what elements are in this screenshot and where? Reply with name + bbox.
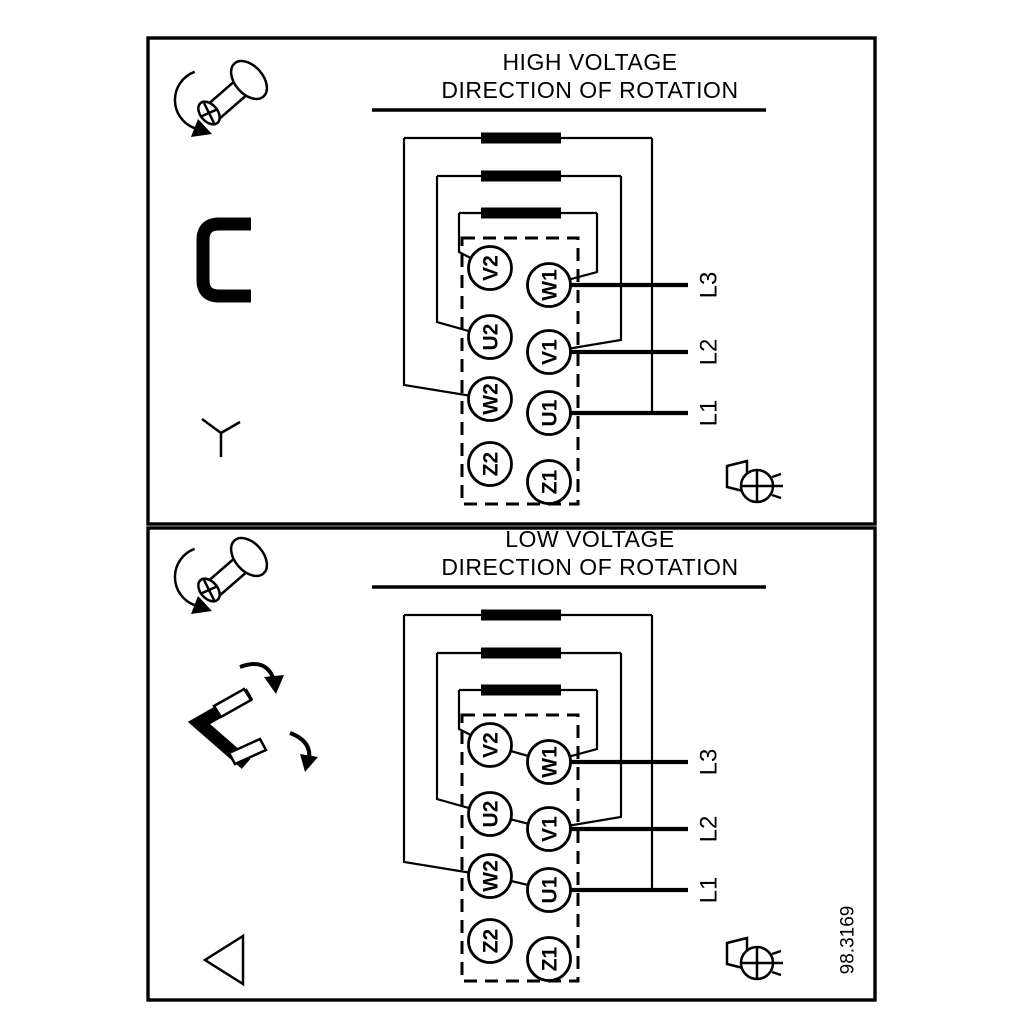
terminal-label: W2 [479,860,502,892]
hv-terminals: V2 U2 W2 Z2 W1 V1 U1 Z1 [467,245,572,505]
low-voltage-panel: LOW VOLTAGE DIRECTION OF ROTATION [146,526,877,1002]
ground-screw-icon [725,459,783,504]
terminal-label: U1 [538,399,561,426]
terminal-label: U1 [538,876,561,903]
supply-label-L3: L3 [695,749,722,776]
terminal-label: V1 [538,339,561,365]
terminal-circle [526,390,572,436]
panel-title-line2: DIRECTION OF ROTATION [441,77,738,103]
jumper-bar [481,132,561,144]
panel-border [146,526,877,1002]
terminal-label: W2 [479,383,502,415]
terminal-circle [526,936,572,982]
lv-supply-lines [549,759,688,893]
delta-triangle [202,933,245,987]
delta-connection-icon [202,933,245,987]
terminal-label: W1 [538,269,561,301]
supply-label-L3: L3 [695,272,722,299]
terminal-label: V2 [479,255,502,281]
rotation-arrow [173,547,196,607]
move-arrowhead [300,754,318,772]
jumper-link [212,687,253,719]
phillips-cross [199,584,219,596]
star-arm [201,417,222,435]
jumper-bracket-icon [196,217,251,303]
terminal-label: Z2 [479,929,502,954]
rotation-arrow [173,70,196,130]
supply-label-L2: L2 [695,816,722,843]
terminal-circle [467,314,513,360]
terminal-label: Z1 [538,946,561,971]
terminal-circle [526,806,572,852]
high-voltage-panel: HIGH VOLTAGE DIRECTION OF ROTATION [146,36,877,526]
panel-title-line1: LOW VOLTAGE [505,526,675,552]
star-connection-icon [201,417,241,457]
terminal-circle [467,722,513,768]
terminal-label: Z1 [538,469,561,494]
jumper-bar [481,170,561,182]
jumper-bar [481,207,561,219]
screw-rotation-icon [173,59,269,137]
screw-head [229,536,269,578]
terminal-circle [467,853,513,899]
screw-rotation-icon [173,536,269,614]
terminal-box [460,236,580,506]
jumper-bar [481,684,561,696]
wire [548,176,623,354]
move-arrowhead [264,675,284,694]
terminal-label: U2 [479,801,502,828]
terminal-circle [467,918,513,964]
wire [402,615,491,878]
terminal-label: W1 [538,746,561,778]
panel-title-line2: DIRECTION OF ROTATION [441,554,738,580]
terminal-circle [526,262,572,308]
jumper-bar [481,609,561,621]
wire [402,138,491,401]
rotation-arrowhead [191,119,212,137]
terminal-circle [467,376,513,422]
star-arm [220,420,241,435]
supply-label-L2: L2 [695,339,722,366]
hv-supply-lines [549,282,688,416]
terminal-circle [467,441,513,487]
terminal-circle [526,329,572,375]
hatch-tick [771,472,782,479]
panel-title-line1: HIGH VOLTAGE [502,49,677,75]
panel-border [146,36,877,526]
wire [548,653,623,831]
terminal-label: Z2 [479,452,502,477]
terminal-circle [526,867,572,913]
rotation-arrowhead [191,596,212,614]
supply-label-L1: L1 [695,400,722,427]
jumper-link [227,737,268,766]
terminal-circle [526,739,572,785]
terminal-label: U2 [479,324,502,351]
screw-head [229,59,269,101]
jumper-reposition-icon [187,662,318,772]
hatch-tick [771,949,782,956]
hatch-tick [771,493,782,500]
jumper-bar [481,647,561,659]
terminal-label: V1 [538,816,561,842]
supply-label-L1: L1 [695,877,722,904]
figure-code: 98.3169 [838,906,859,975]
terminal-circle [467,791,513,837]
phillips-cross [199,107,219,119]
hatch-tick [771,970,782,977]
terminal-circle [526,459,572,505]
bracket-shape [196,217,251,303]
terminal-label: V2 [479,732,502,758]
ground-screw-icon [725,936,783,981]
terminal-circle [467,245,513,291]
terminal-box [460,713,580,983]
lv-terminals: V2 U2 W2 Z2 W1 V1 U1 Z1 [467,722,572,982]
